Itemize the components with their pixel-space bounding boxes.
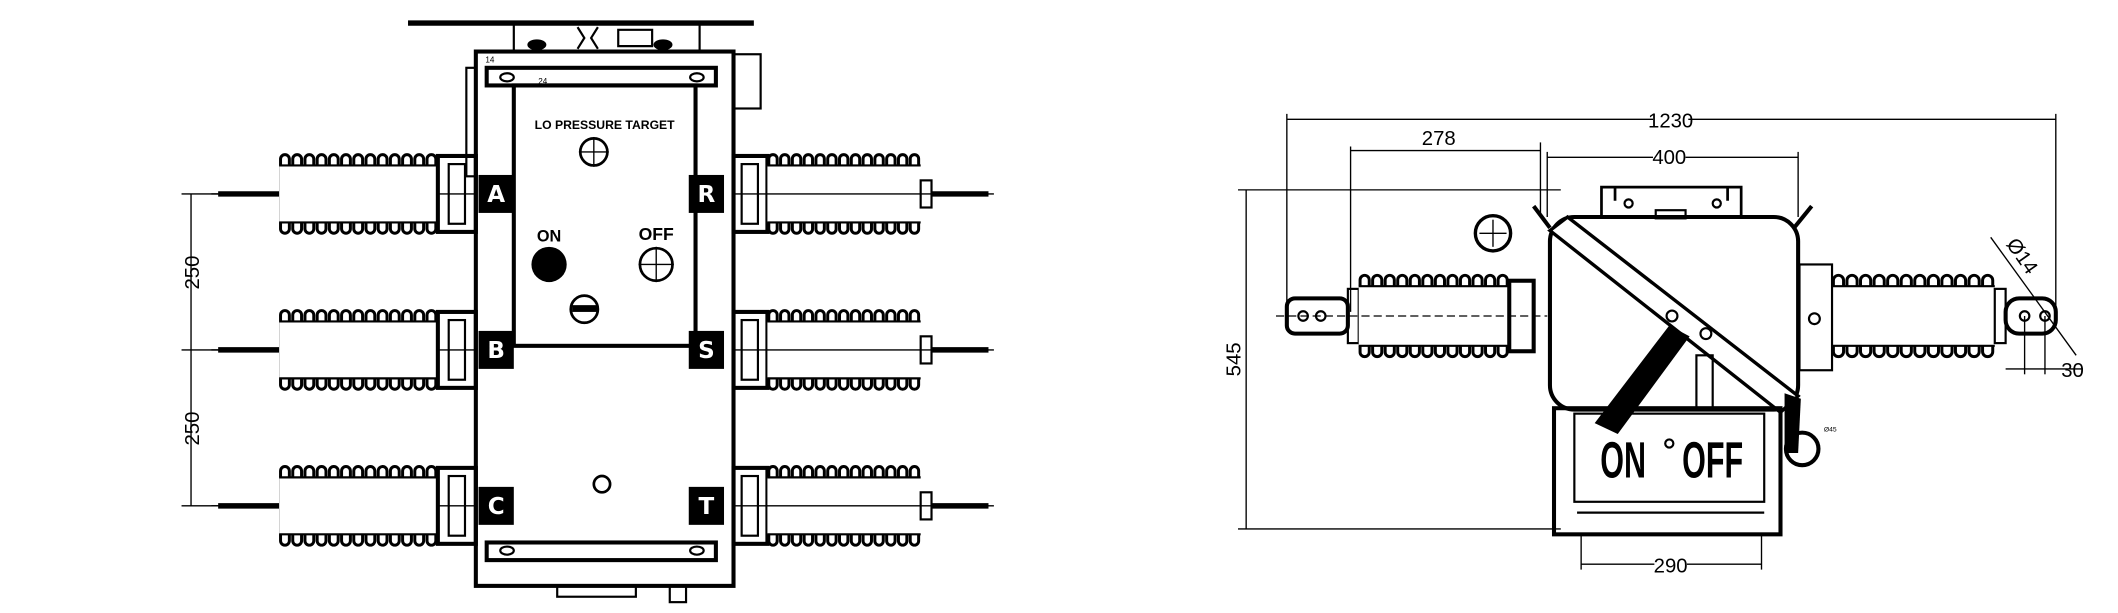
slot-icon — [499, 545, 515, 556]
operating-arm — [1547, 214, 1801, 415]
phase-label-t: T — [688, 486, 725, 525]
side-conduit — [465, 66, 477, 178]
slot-icon — [689, 72, 705, 83]
bottom-connector — [556, 584, 637, 598]
small-dim-24: 24 — [538, 77, 548, 86]
slot-icon — [499, 72, 515, 83]
upper-mounting-bar — [484, 65, 718, 88]
top-mechanism — [576, 26, 654, 50]
insulator-right-1 — [731, 153, 994, 235]
bolt-icon — [653, 39, 673, 51]
phase-label-c: C — [478, 486, 514, 525]
dim-250-lower: 250 — [182, 412, 204, 446]
control-panel — [511, 83, 698, 348]
phase-label-a: A — [478, 174, 514, 213]
indicator-window — [1573, 412, 1766, 503]
manual-trip-handle[interactable] — [1594, 325, 1690, 434]
phase-label-b: B — [478, 330, 514, 369]
phase-label-text: C — [488, 494, 505, 520]
indicator-housing — [1551, 406, 1783, 537]
lifting-lug — [1792, 204, 1814, 230]
panel-title: LO PRESSURE TARGET — [535, 118, 675, 132]
dim-400: 400 — [1652, 147, 1686, 169]
side-insulator-left — [1275, 273, 1548, 359]
dim-250-upper: 250 — [182, 256, 204, 290]
pivot-bolt-icon — [1699, 327, 1713, 341]
dim-1230: 1230 — [1648, 110, 1693, 132]
phase-label-text: S — [698, 338, 715, 364]
bolt-icon — [1623, 198, 1634, 209]
bolt-icon — [1807, 312, 1821, 326]
phase-label-text: B — [487, 338, 505, 364]
trip-ring-icon[interactable] — [1783, 430, 1821, 468]
dim-290: 290 — [1654, 555, 1688, 577]
pressure-gauge-icon — [578, 136, 609, 167]
pivot-bolt-icon — [1665, 309, 1679, 323]
side-insulators — [1275, 273, 2058, 359]
dimension-545: 545 — [1224, 189, 1561, 530]
phase-label-text: R — [698, 182, 716, 208]
terminal-hole-icon — [2039, 310, 2051, 322]
insulator-left-2 — [211, 309, 478, 391]
slot-icon — [689, 545, 705, 556]
off-button[interactable] — [638, 246, 674, 283]
insulator-left-1 — [211, 153, 478, 235]
bolt-icon — [1711, 198, 1722, 209]
dim-diameter-14: Ø14 — [2002, 234, 2042, 278]
side-view: 1230 278 400 545 290 — [1224, 108, 2084, 577]
insulator-right-3 — [731, 465, 994, 547]
on-label: ON — [537, 227, 561, 245]
indicator-off: OFF — [1682, 431, 1743, 488]
side-junction-box — [1798, 263, 1834, 372]
dim-545: 545 — [1224, 342, 1246, 376]
insulators — [211, 153, 994, 547]
phase-label-text: T — [699, 494, 715, 520]
lower-mounting-bar — [484, 540, 718, 563]
phase-label-r: R — [688, 174, 725, 213]
top-bracket — [1600, 185, 1743, 217]
dim-30: 30 — [2061, 360, 2084, 382]
indicator-screw-icon — [1664, 438, 1675, 449]
side-insulator-right — [1831, 273, 2058, 359]
bottom-connector — [668, 584, 688, 604]
operation-counter-icon — [569, 294, 600, 325]
dim-diameter-45: Ø45 — [1824, 426, 1837, 433]
terminal-hole-icon — [2018, 310, 2031, 322]
link-rod — [1695, 354, 1714, 411]
insulator-right-2 — [731, 309, 994, 391]
on-button[interactable] — [531, 246, 567, 283]
bolt-icon — [527, 39, 547, 51]
indicator-on: ON — [1600, 431, 1646, 488]
phase-label-text: A — [487, 182, 505, 208]
dimension-278: 278 — [1349, 128, 1542, 312]
dim-278: 278 — [1422, 128, 1456, 150]
center-bolt-icon — [592, 474, 612, 494]
off-label: OFF — [639, 224, 674, 244]
side-bracket — [732, 53, 762, 110]
dimension-250-vertical: 250 250 — [181, 193, 273, 507]
insulator-left-3 — [211, 465, 478, 547]
dimension-290: 290 — [1580, 535, 1763, 577]
dimension-400: 400 — [1546, 146, 1799, 217]
dimension-1230: 1230 — [1286, 108, 2057, 312]
lifting-ring-icon — [1473, 213, 1513, 253]
phase-label-s: S — [688, 330, 725, 369]
small-dim-14: 14 — [485, 55, 495, 64]
front-view: 14 24 LO PRESSURE TARGET ON OFF A B C R S T — [181, 20, 994, 604]
lifting-lug — [1532, 204, 1552, 230]
